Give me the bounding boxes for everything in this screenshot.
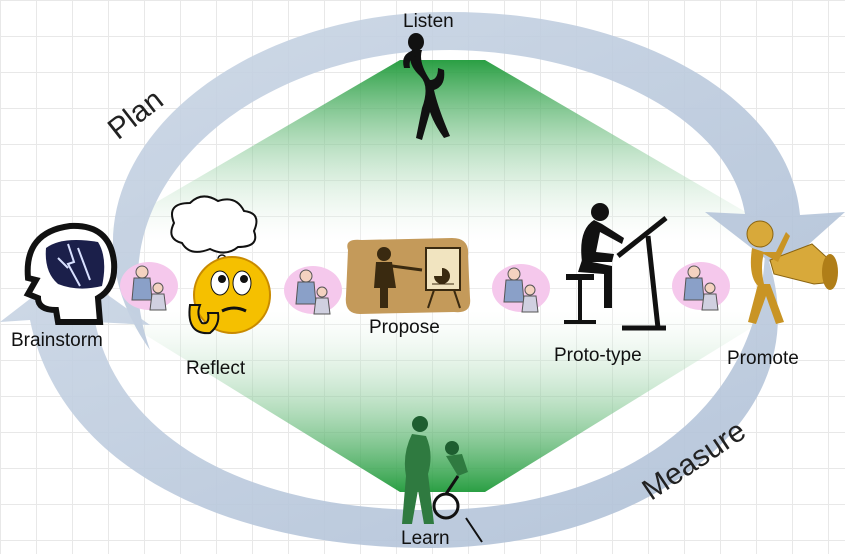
- measure-cycle-arrow: [0, 250, 778, 548]
- plan-cycle-arrow: [112, 11, 845, 350]
- thinking-face-icon: [170, 195, 271, 335]
- promote-label: Promote: [727, 348, 799, 369]
- listening-person-icon: [403, 33, 450, 140]
- brain-lightning-head-icon: [23, 222, 118, 325]
- megaphone-figure-icon: [746, 220, 838, 324]
- presenter-board-icon: [345, 238, 471, 314]
- caregivers-icon: [492, 264, 550, 313]
- caregivers-icon: [120, 262, 178, 311]
- reflect-label: Reflect: [186, 358, 246, 379]
- drafting-person-icon: [564, 203, 668, 331]
- brainstorm-label: Brainstorm: [11, 330, 103, 351]
- learn-label: Learn: [401, 528, 450, 549]
- listen-label: Listen: [403, 11, 454, 32]
- caregivers-icon: [284, 266, 342, 315]
- prototype-label: Proto-type: [554, 345, 642, 366]
- parent-child-bike-icon: [402, 416, 483, 543]
- caregivers-icon: [672, 262, 730, 311]
- propose-label: Propose: [369, 317, 440, 338]
